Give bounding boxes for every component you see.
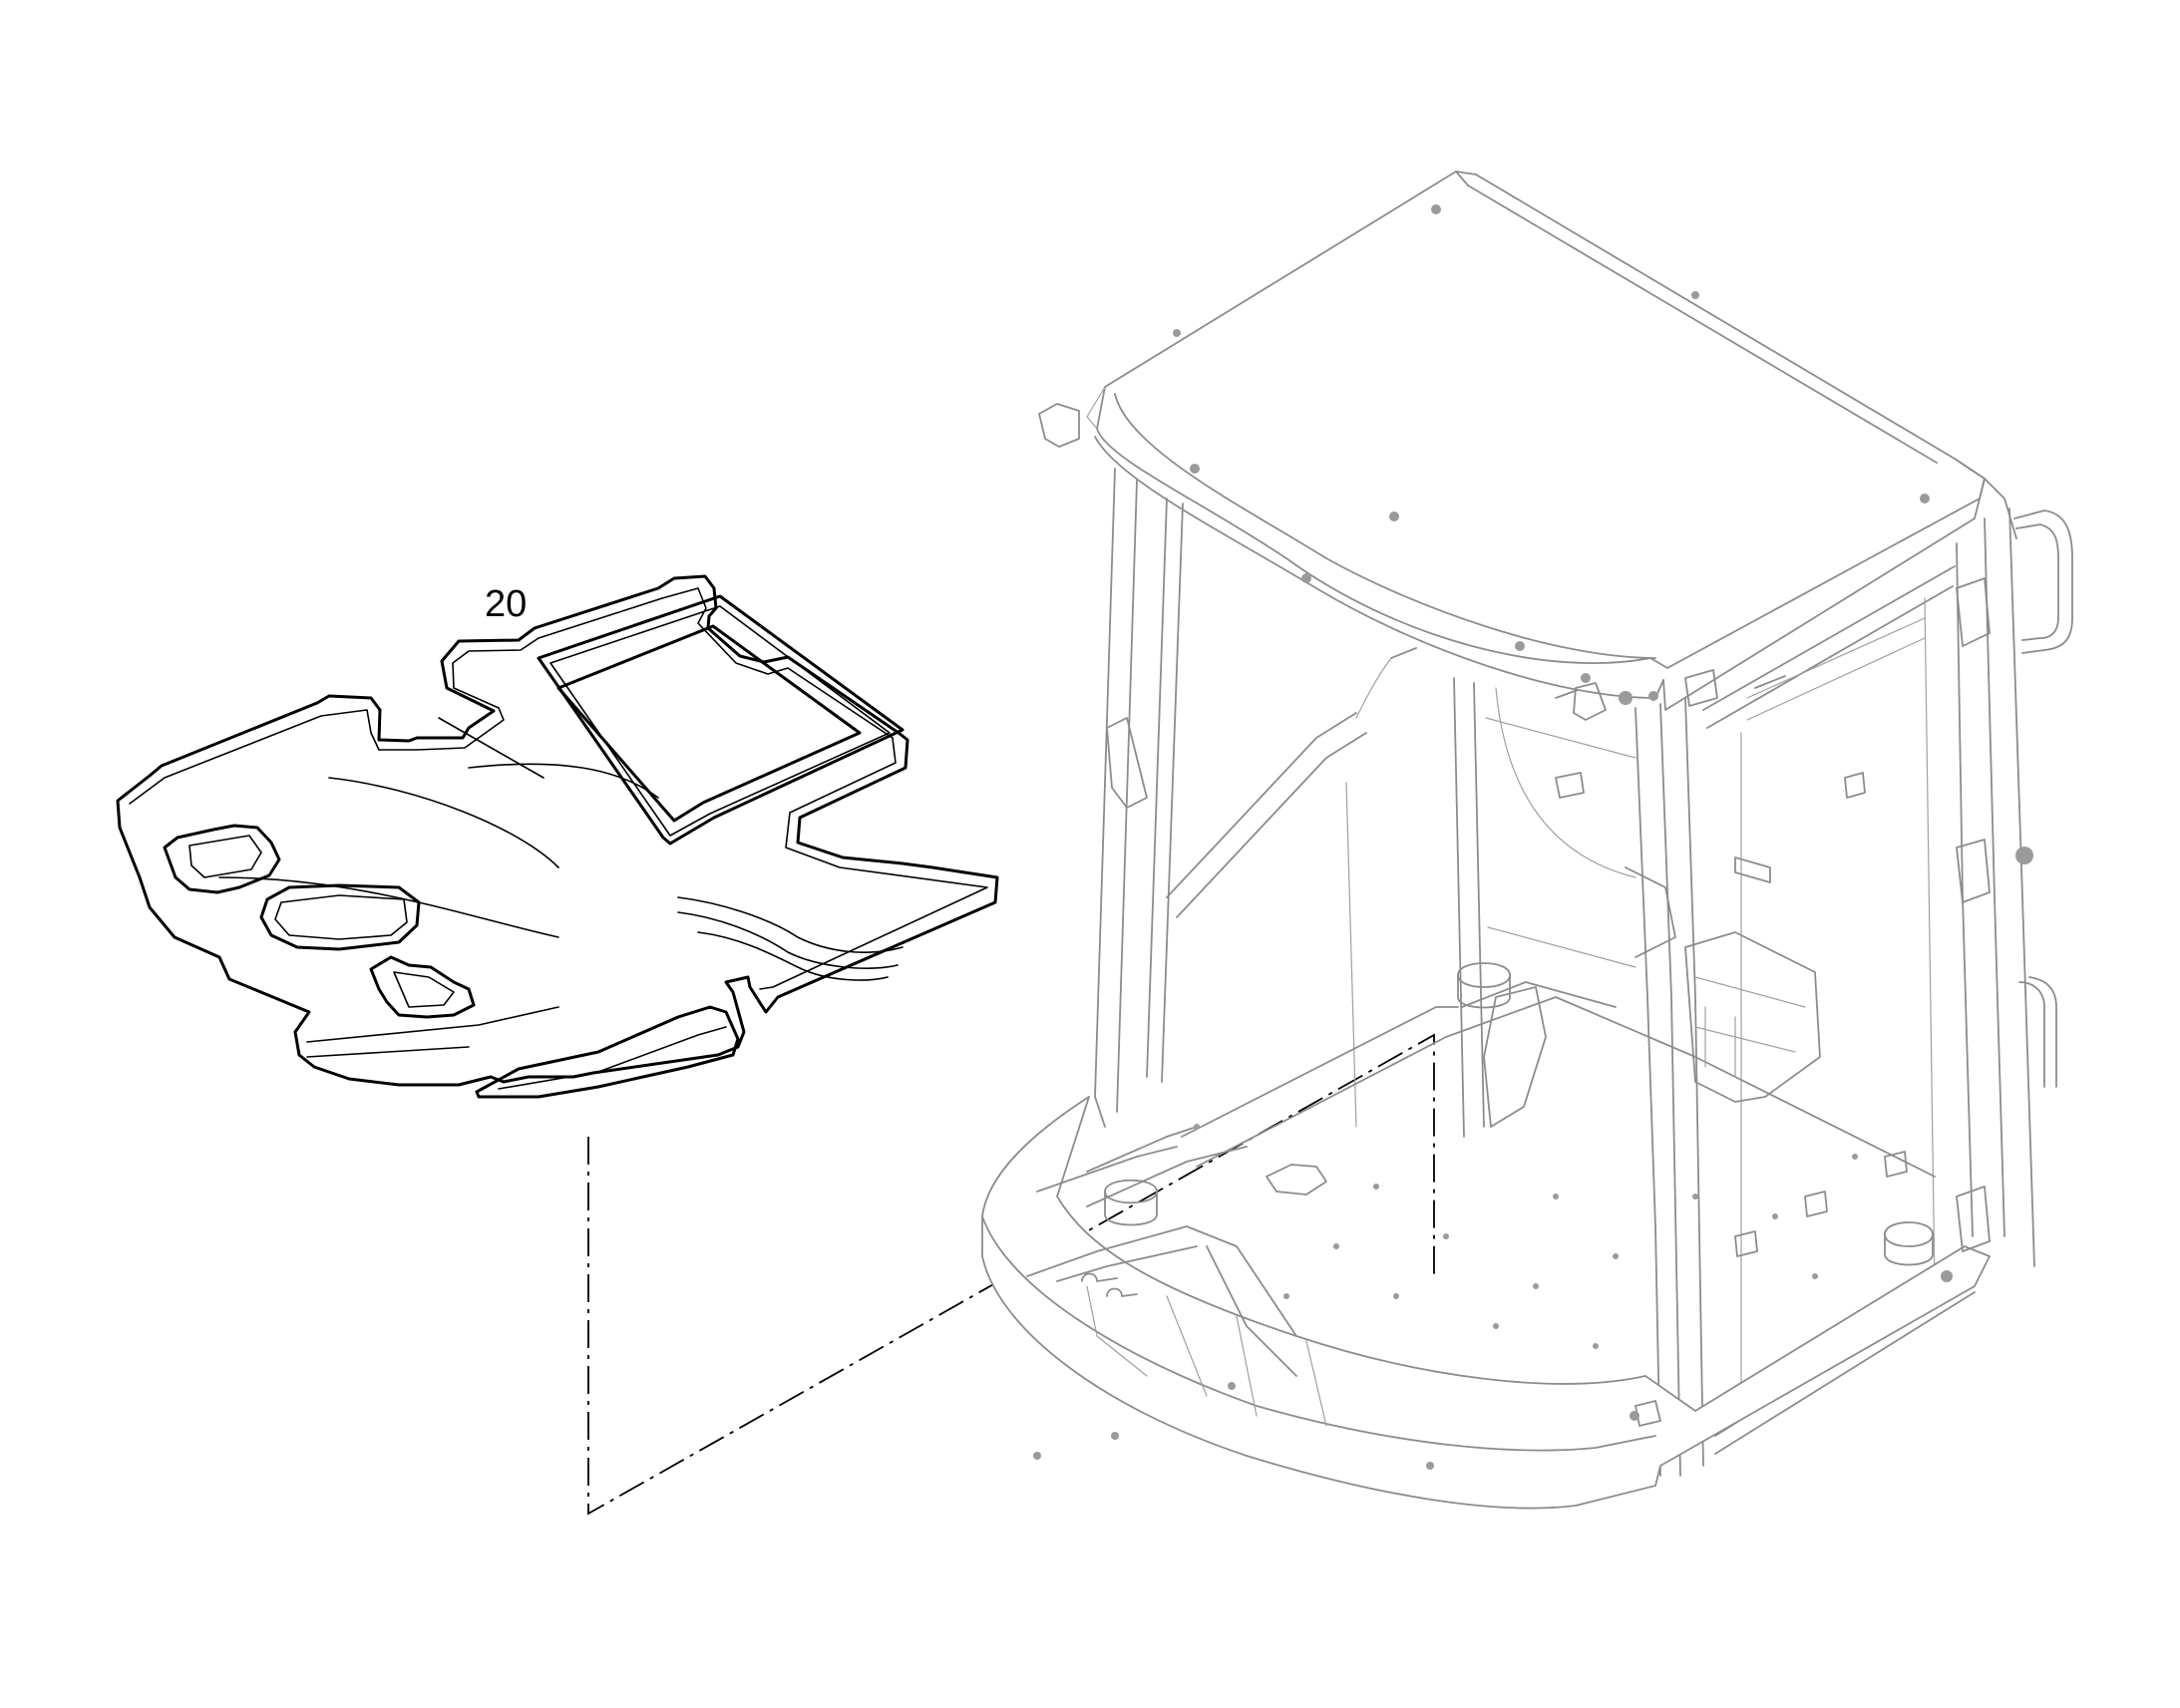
cab-frame-assembly (981, 171, 2073, 1510)
floor-mat-part[interactable] (116, 574, 999, 1099)
callout-label-20: 20 (485, 583, 527, 625)
